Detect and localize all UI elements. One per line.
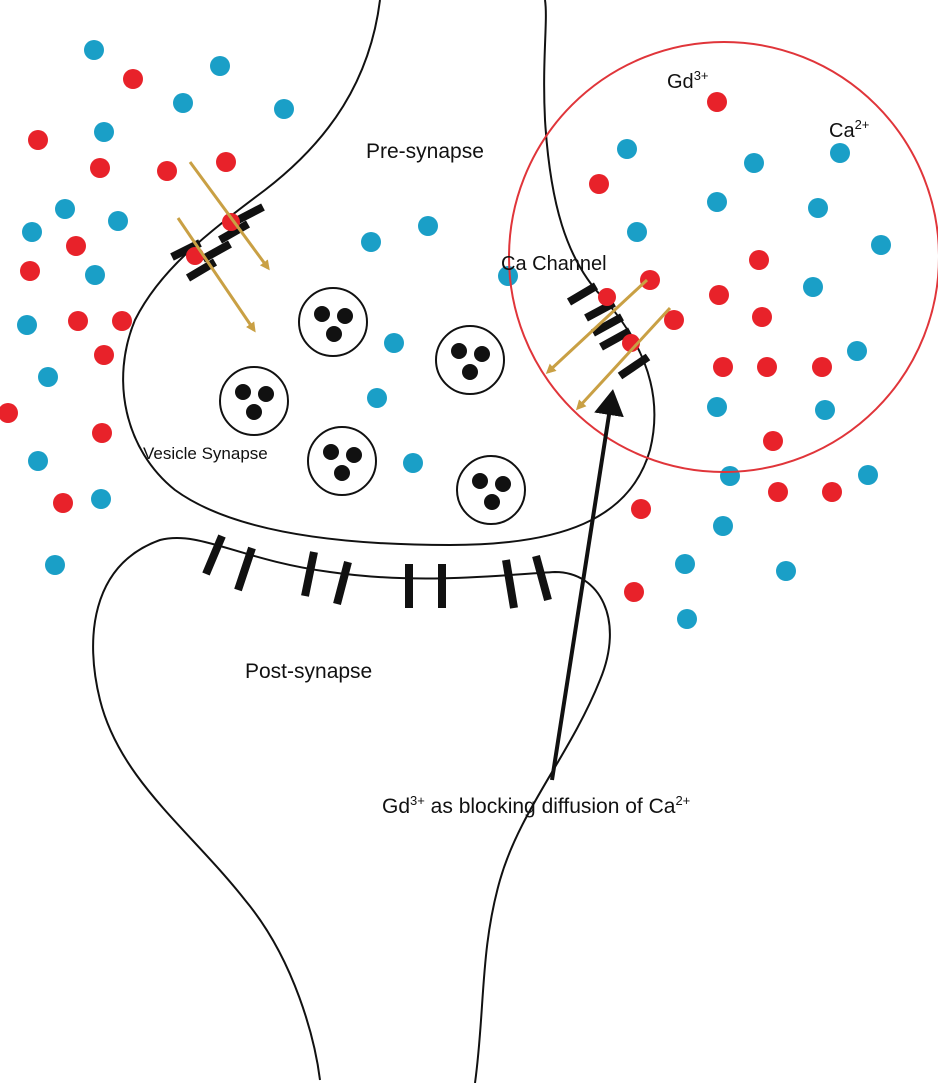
- ion-flow-arrows-right: [545, 278, 672, 411]
- gd-ion: [713, 357, 733, 377]
- post-synapse-label: Post-synapse: [245, 660, 372, 683]
- ca-ion: [45, 555, 65, 575]
- ca-ion: [847, 341, 867, 361]
- receptor: [532, 554, 552, 602]
- ca-ion: [871, 235, 891, 255]
- gd-ion: [749, 250, 769, 270]
- gd-highlight-circle: [508, 41, 938, 473]
- ca-ion: [627, 222, 647, 242]
- ca-ion: [418, 216, 438, 236]
- ca-ion: [55, 199, 75, 219]
- caption-label: Gd3+ as blocking diffusion of Ca2+: [382, 793, 690, 818]
- ca-ion: [815, 400, 835, 420]
- receptor: [234, 546, 256, 592]
- vesicles: [219, 287, 526, 525]
- vesicle-synapse-label: Vesicle Synapse: [143, 444, 268, 463]
- ca-ion: [707, 397, 727, 417]
- vesicle: [298, 287, 368, 357]
- ca-ion: [384, 333, 404, 353]
- ca-ion: [361, 232, 381, 252]
- ca-ion: [675, 554, 695, 574]
- gd-ion: [92, 423, 112, 443]
- ca-ions: [17, 40, 891, 629]
- receptor: [333, 560, 352, 606]
- ca-ion: [210, 56, 230, 76]
- gd-ion: [0, 403, 18, 423]
- gd-ion: [157, 161, 177, 181]
- gd-ion: [822, 482, 842, 502]
- ca-ion: [803, 277, 823, 297]
- ca-ion: [367, 388, 387, 408]
- vesicle: [456, 455, 526, 525]
- gd-ion: [768, 482, 788, 502]
- ca-ion: [776, 561, 796, 581]
- gd-ion: [707, 92, 727, 112]
- gd-ion: [112, 311, 132, 331]
- ca-ion: [830, 143, 850, 163]
- ca-ion: [713, 516, 733, 536]
- vesicle: [307, 426, 377, 496]
- gd-ion: [624, 582, 644, 602]
- gd-ion: [28, 130, 48, 150]
- ion-flow-arrows-left: [176, 161, 270, 333]
- ca-ion: [85, 265, 105, 285]
- ca-ion: [274, 99, 294, 119]
- pre-synapse-label: Pre-synapse: [366, 140, 484, 163]
- gd-ion: [812, 357, 832, 377]
- ca-ion: [173, 93, 193, 113]
- gd-ion: [640, 270, 660, 290]
- gd-ion: [631, 499, 651, 519]
- ca-ion: [108, 211, 128, 231]
- receptor: [202, 534, 226, 576]
- gd-ion: [763, 431, 783, 451]
- ca-ion: [403, 453, 423, 473]
- gd-ion: [123, 69, 143, 89]
- gd-ion: [53, 493, 73, 513]
- gd-ion: [20, 261, 40, 281]
- receptors: [202, 534, 552, 609]
- ca-channel-label: Ca Channel: [501, 253, 607, 275]
- ca-ion: [858, 465, 878, 485]
- ca-ion: [707, 192, 727, 212]
- ca-ion: [744, 153, 764, 173]
- pre-synapse-membrane: [122, 0, 656, 547]
- gd-ion: [216, 152, 236, 172]
- ca-ion: [720, 466, 740, 486]
- gd-ion: [66, 236, 86, 256]
- vesicle: [435, 325, 505, 395]
- gd-ions: [0, 69, 842, 602]
- gd-ion-label: Gd3+: [667, 68, 709, 93]
- ca-ion: [94, 122, 114, 142]
- ca-ion: [38, 367, 58, 387]
- gd-ion: [709, 285, 729, 305]
- ca-ion: [617, 139, 637, 159]
- receptor: [301, 551, 318, 597]
- ca-ion: [677, 609, 697, 629]
- gd-ion: [94, 345, 114, 365]
- annotation-arrow: [550, 389, 624, 781]
- ca-ion: [84, 40, 104, 60]
- vesicle: [219, 366, 289, 436]
- gd-ion: [752, 307, 772, 327]
- ca-ion: [22, 222, 42, 242]
- membranes: [92, 0, 656, 1083]
- gd-ion: [90, 158, 110, 178]
- post-synapse-membrane: [92, 536, 611, 1083]
- ca-ion-label: Ca2+: [829, 117, 869, 142]
- receptor: [502, 559, 518, 609]
- gd-ion: [757, 357, 777, 377]
- gd-ion: [664, 310, 684, 330]
- ca-ion: [91, 489, 111, 509]
- ca-ion: [808, 198, 828, 218]
- gd-ion: [68, 311, 88, 331]
- ca-ion: [28, 451, 48, 471]
- ca-ion: [498, 266, 518, 286]
- gd-ion: [589, 174, 609, 194]
- ca-ion: [17, 315, 37, 335]
